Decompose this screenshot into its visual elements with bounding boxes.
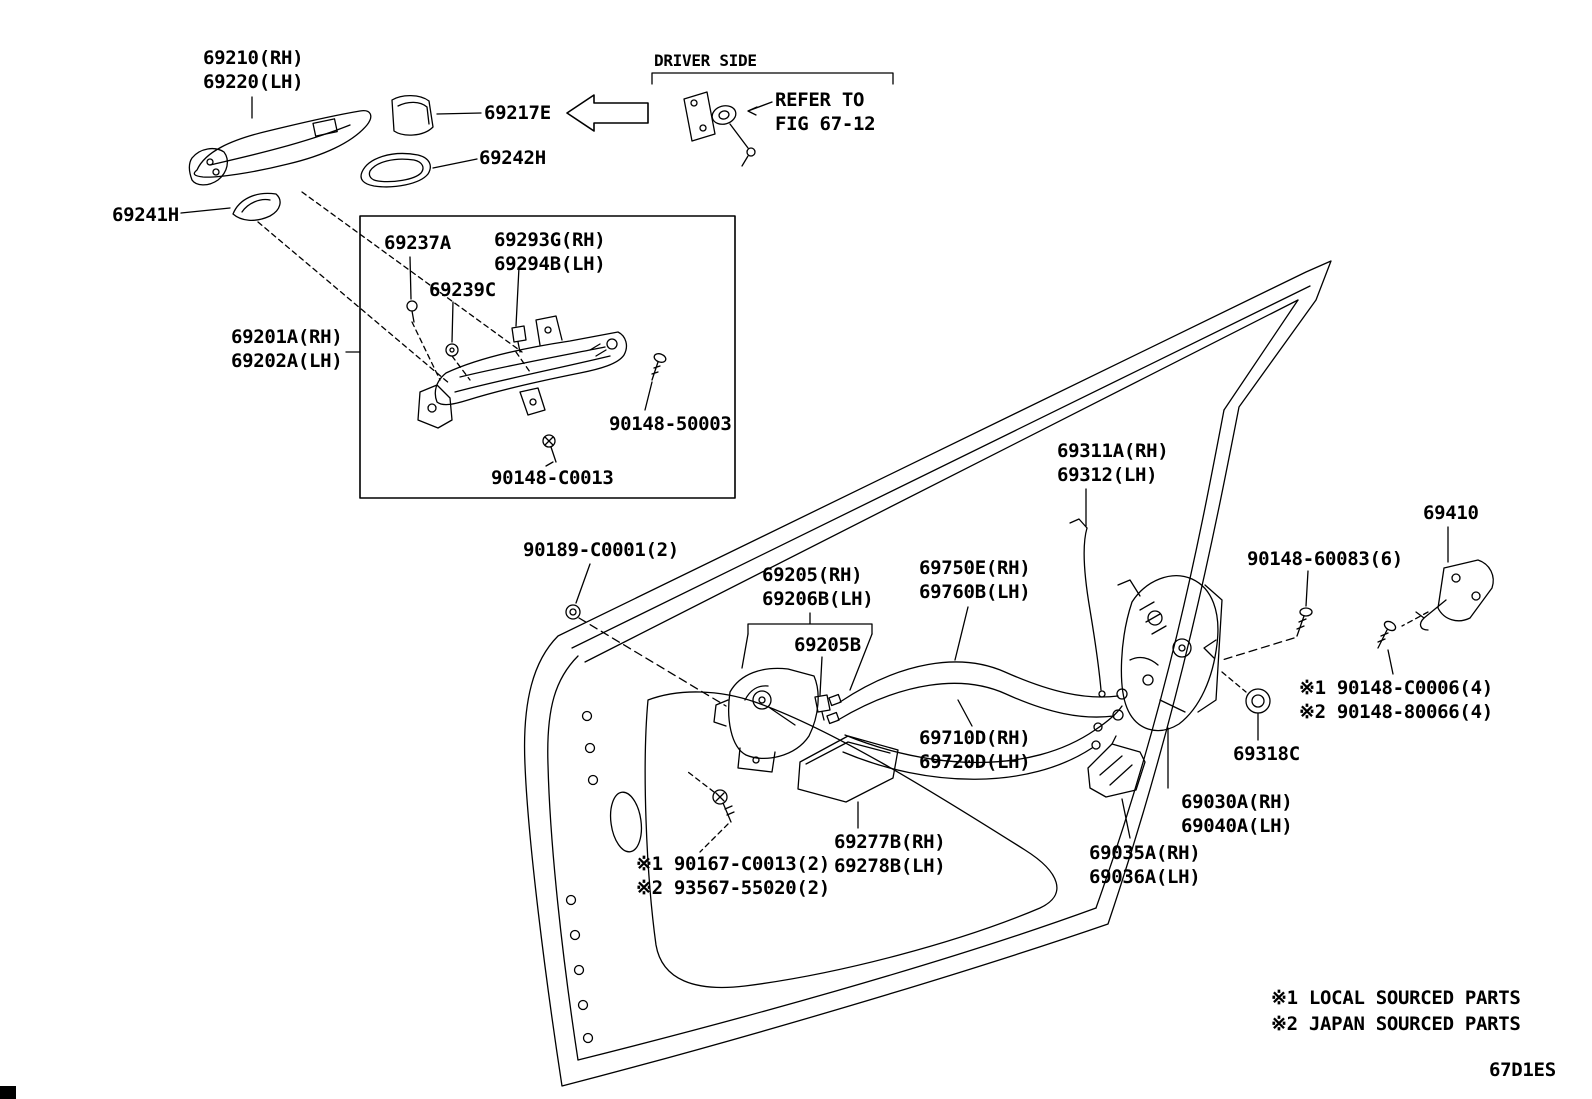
label-69277b-69278b: 69277B(RH) 69278B(LH) (834, 830, 946, 878)
label-69205-69206b: 69205(RH) 69206B(LH) (762, 563, 874, 611)
exterior-handle-drawing (188, 110, 372, 186)
driver-side-bracket (651, 72, 894, 85)
label-line: 69277B(RH) (834, 831, 946, 853)
footnote-local-sourced: ※1 LOCAL SOURCED PARTS (1271, 987, 1521, 1009)
label-line: ※2 93567-55020(2) (636, 877, 830, 899)
frame-subassembly-drawing (406, 256, 667, 467)
lock-rod-69311a-drawing (1069, 488, 1106, 698)
label-line: FIG 67-12 (775, 113, 876, 135)
label-line: 69205(RH) (762, 564, 863, 586)
key-cylinder-drawing (683, 91, 773, 167)
label-line: 69760B(LH) (919, 581, 1031, 603)
label-69210-69220: 69210(RH) 69220(LH) (203, 46, 304, 94)
leader-dashed-handle-2 (301, 191, 523, 353)
label-69410: 69410 (1423, 502, 1479, 524)
label-line: 69220(LH) (203, 71, 304, 93)
label-69239c: 69239C (429, 279, 496, 301)
lock-remote-69205-drawing (713, 612, 873, 773)
label-69205b: 69205B (794, 634, 861, 656)
label-69750e-69760b: 69750E(RH) 69760B(LH) (919, 556, 1031, 604)
label-line: 69030A(RH) (1181, 791, 1293, 813)
leader-69217e (436, 112, 482, 115)
label-69311a-69312: 69311A(RH) 69312(LH) (1057, 439, 1169, 487)
label-line: 69201A(RH) (231, 326, 343, 348)
label-69710d-69720d: 69710D(RH) 69720D(LH) (919, 726, 1031, 774)
leader-dashed-handle-1 (257, 221, 451, 385)
label-refer-fig: REFER TO FIG 67-12 (775, 88, 876, 136)
label-line: ※1 90167-C0013(2) (636, 853, 830, 875)
label-line: ※2 90148-80066(4) (1299, 701, 1493, 723)
label-69217e: 69217E (484, 102, 551, 124)
label-line: ※1 90148-C0006(4) (1299, 677, 1493, 699)
door-check-69410-drawing (1377, 526, 1494, 675)
footnote-japan-sourced: ※2 JAPAN SOURCED PARTS (1271, 1013, 1521, 1035)
diagram-code: 67D1ES (1489, 1059, 1556, 1081)
label-line: 69040A(LH) (1181, 815, 1293, 837)
inset-box (359, 215, 736, 499)
screw-90148-60083-drawing (1221, 570, 1313, 661)
label-69242h: 69242H (479, 147, 546, 169)
label-69241h: 69241H (112, 204, 179, 226)
label-line: 69720D(LH) (919, 751, 1031, 773)
grommet-69318c-drawing (1221, 671, 1271, 741)
handle-cover-69217e-drawing (391, 94, 434, 136)
label-90148-60083: 90148-60083(6) (1247, 548, 1403, 570)
handle-pad-69242h-drawing (360, 152, 431, 188)
label-69318c: 69318C (1233, 743, 1300, 765)
label-line: 69206B(LH) (762, 588, 874, 610)
label-line: 69278B(LH) (834, 855, 946, 877)
leader-69242h (432, 158, 478, 169)
label-line: 69312(LH) (1057, 464, 1158, 486)
label-line: REFER TO (775, 89, 865, 111)
label-line: 69311A(RH) (1057, 440, 1169, 462)
label-69201a-69202a: 69201A(RH) 69202A(LH) (231, 325, 343, 373)
corner-mark (0, 1086, 16, 1099)
label-line: 69210(RH) (203, 47, 304, 69)
lock-cables-drawing (826, 606, 1128, 780)
handle-cover-69241h-drawing (232, 192, 281, 221)
label-90148-50003: 90148-50003 (609, 413, 732, 435)
label-90189-c0001: 90189-C0001(2) (523, 539, 679, 561)
label-90148-c0013: 90148-C0013 (491, 467, 614, 489)
label-line: 69202A(LH) (231, 350, 343, 372)
label-line: 69710D(RH) (919, 727, 1031, 749)
label-line: 69035A(RH) (1089, 842, 1201, 864)
label-69030a-69040a: 69030A(RH) 69040A(LH) (1181, 790, 1293, 838)
lock-cover-69035a-drawing (1087, 735, 1146, 839)
screw-90167-drawing (687, 771, 735, 853)
label-line: 69293G(RH) (494, 229, 606, 251)
label-69237a: 69237A (384, 232, 451, 254)
label-line: 69750E(RH) (919, 557, 1031, 579)
grommet-90189-drawing (565, 563, 727, 707)
service-cover-69277b-drawing (797, 735, 899, 829)
door-lock-69030a-drawing (1117, 575, 1223, 789)
label-69035a-69036a: 69035A(RH) 69036A(LH) (1089, 841, 1201, 889)
label-line: 69036A(LH) (1089, 866, 1201, 888)
leader-69241h (180, 207, 231, 214)
label-line: 69294B(LH) (494, 253, 606, 275)
door-panel-drawing (523, 260, 1332, 1087)
direction-arrow-icon (566, 94, 649, 132)
label-69293g-69294b: 69293G(RH) 69294B(LH) (494, 228, 606, 276)
label-90167-93567: ※1 90167-C0013(2) ※2 93567-55020(2) (636, 852, 830, 900)
label-driver-side: DRIVER SIDE (654, 51, 757, 70)
label-90148-c0006-80066: ※1 90148-C0006(4) ※2 90148-80066(4) (1299, 676, 1493, 724)
